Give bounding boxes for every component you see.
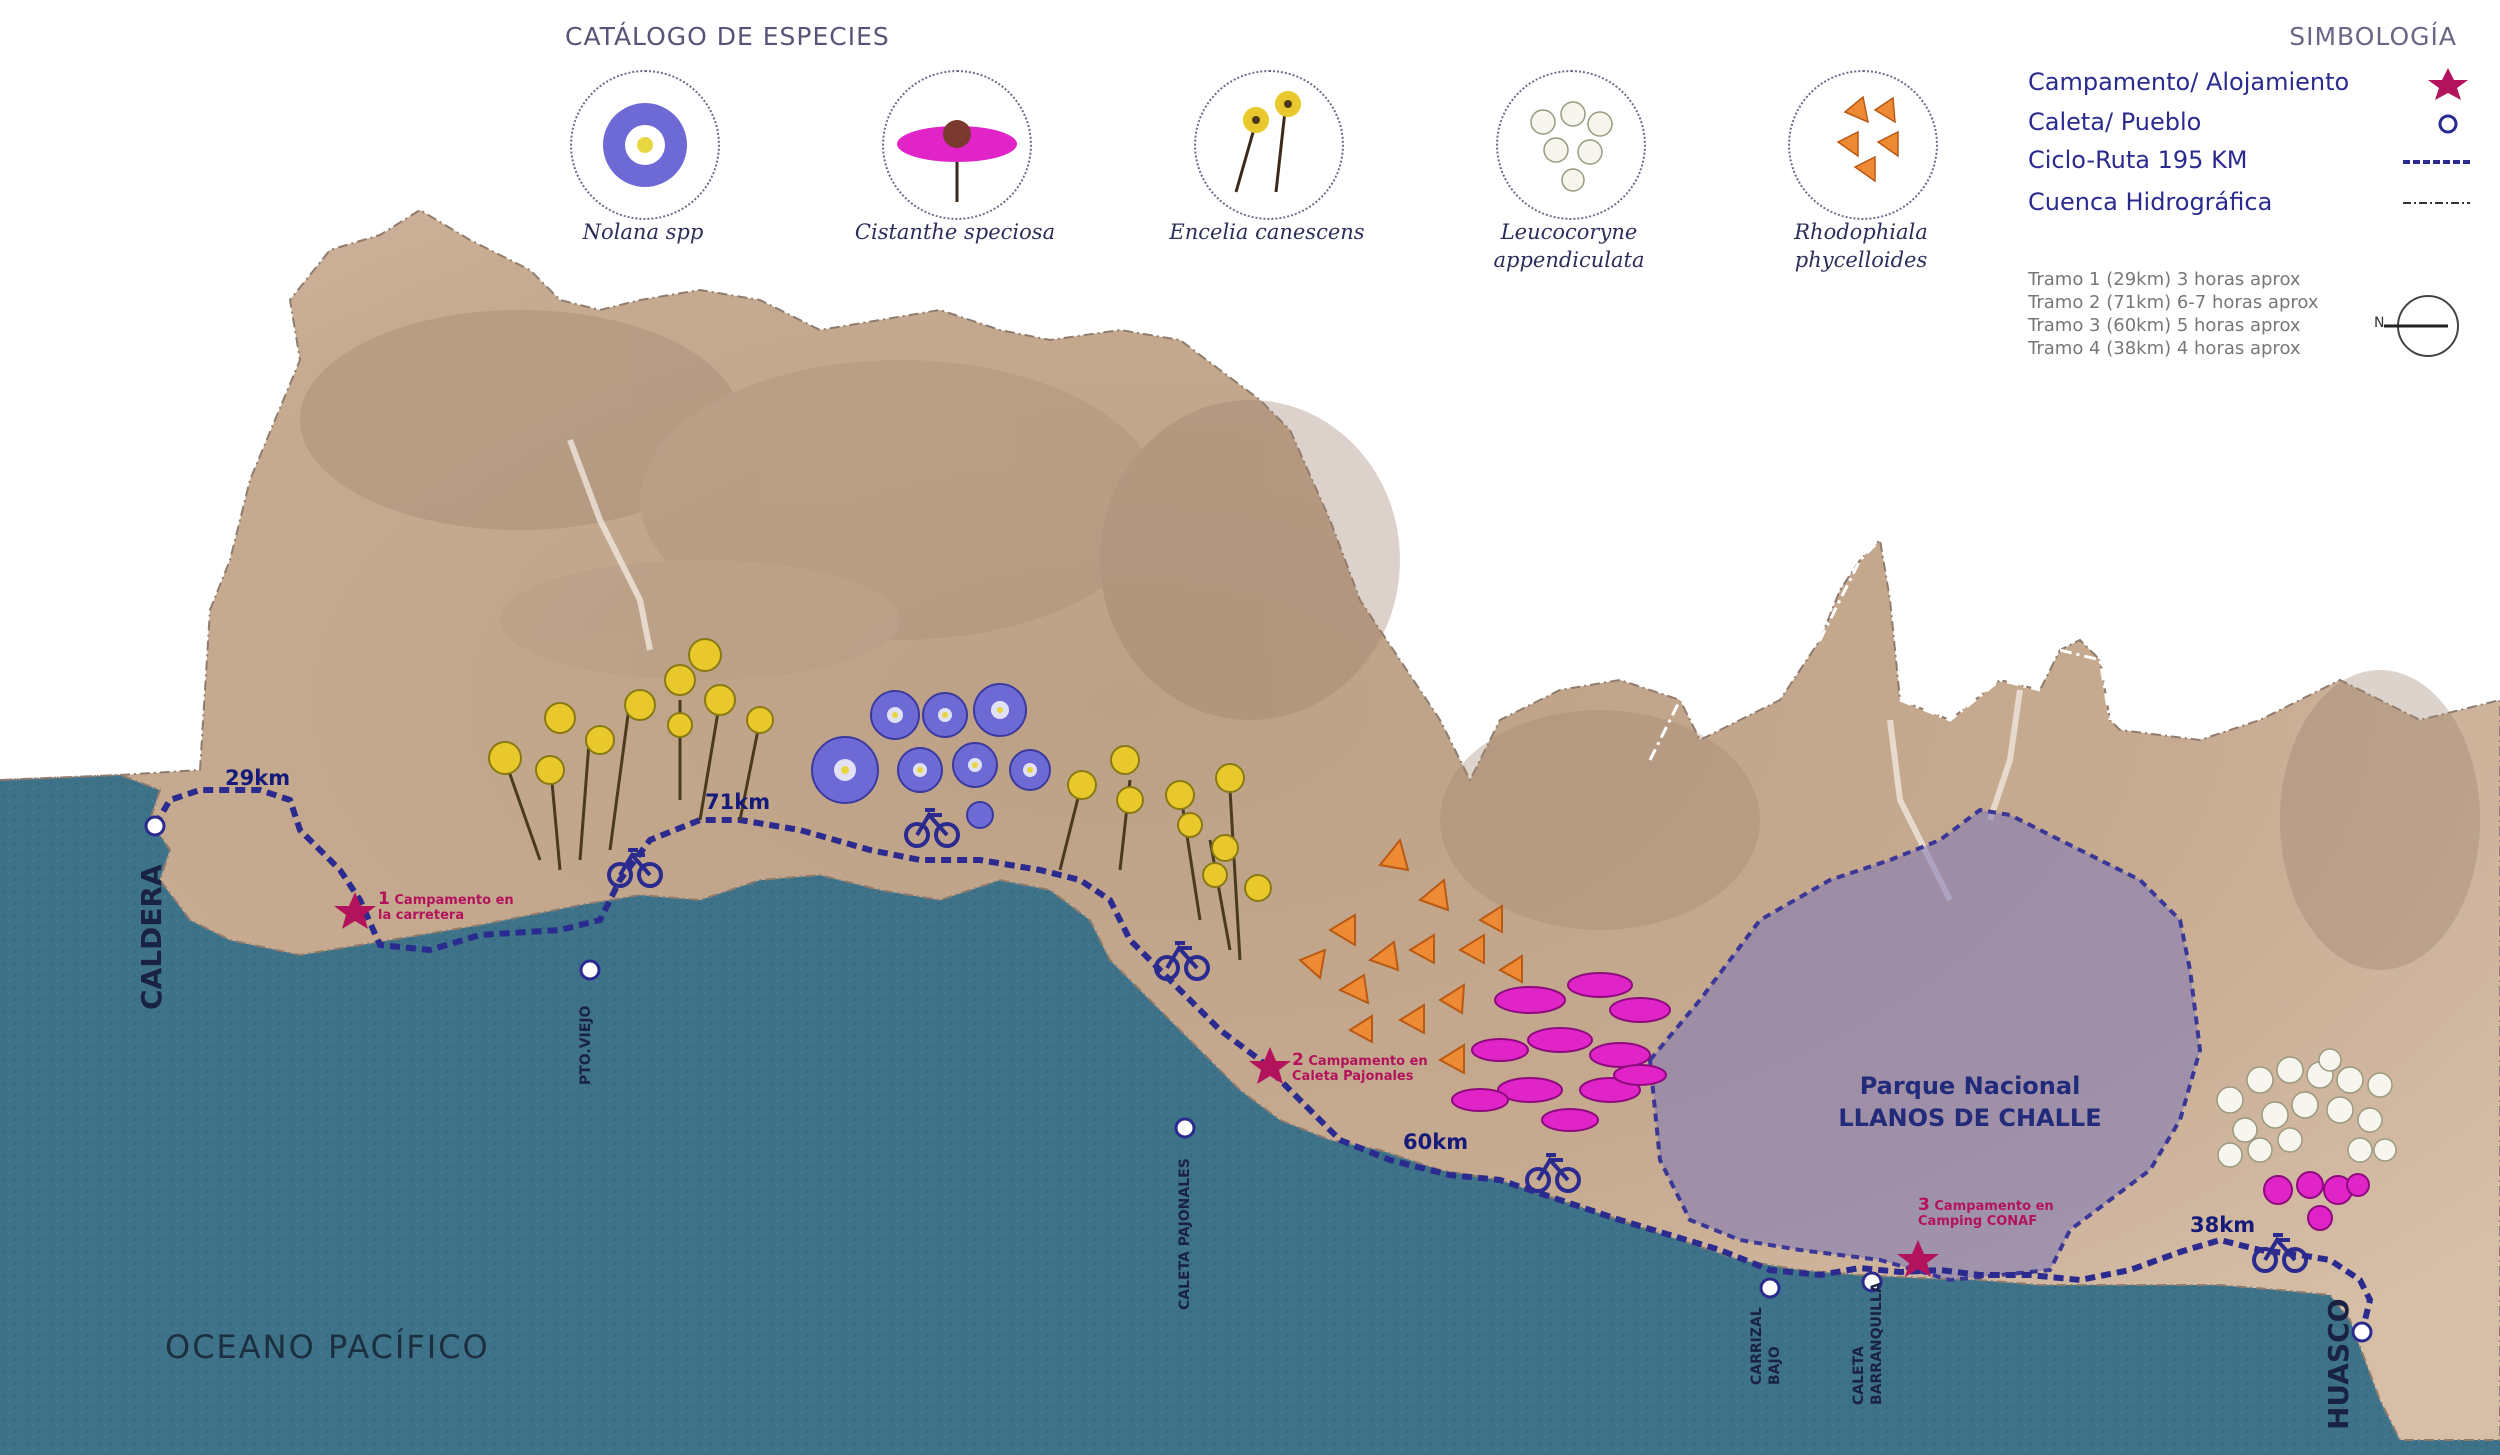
cistanthe-cluster: [1451, 972, 1671, 1132]
town-marker-caldera: [144, 815, 166, 837]
camp-number-2: 2: [1292, 1050, 1304, 1070]
species-circle-cistanthe: [882, 70, 1032, 220]
species-name-5: Rhodophiala phycelloides: [1794, 220, 1928, 272]
encelia-cluster-2: [1058, 745, 1272, 961]
rhodophiala-flower-icon: [1836, 95, 1899, 183]
legend-title: SIMBOLOGÍA: [2289, 22, 2457, 51]
bicycle-icon: [2252, 1233, 2308, 1273]
camp-markers: [334, 892, 1939, 1277]
cistanthe-flower-icon: [897, 120, 1017, 202]
legend-star-icon: [2428, 68, 2468, 100]
tramo-2: Tramo 2 (71km) 6-7 horas aprox: [2028, 292, 2319, 313]
park-label-line2: LLANOS DE CHALLE: [1838, 1104, 2102, 1132]
north-label: N: [2374, 315, 2385, 331]
camp-star-1: [334, 892, 376, 929]
segment-label-71km: 71km: [705, 790, 771, 814]
town-label-pto-viejo: PTO.VIEJO: [578, 1005, 594, 1085]
nolana-cluster: [811, 683, 1051, 829]
species-name-1: Nolana spp: [582, 220, 704, 244]
camp-text-2b: Caleta Pajonales: [1292, 1069, 1414, 1084]
park-label: Parque Nacional LLANOS DE CHALLE: [1790, 1070, 2150, 1134]
ocean-label: OCEANO PACÍFICO: [165, 1328, 490, 1366]
town-label-caleta-pajonales: CALETA PAJONALES: [1177, 1158, 1193, 1310]
legend-circle-icon: [2438, 114, 2458, 134]
town-label-caleta-barranquilla: CALETA BARRANQUILLA: [1851, 1282, 1885, 1405]
town-marker-caleta-barranquilla: [1861, 1271, 1883, 1293]
camp-text-1a: Campamento en: [394, 893, 514, 908]
nolana-flower-icon: [603, 103, 687, 187]
encelia-cluster-1: [488, 638, 774, 871]
bicycle-icon: [1525, 1153, 1581, 1193]
terrain-relief: [300, 310, 2480, 970]
tramo-3: Tramo 3 (60km) 5 horas aprox: [2028, 315, 2301, 336]
camp-text-1b: la carretera: [378, 908, 465, 923]
species-circle-encelia: [1194, 70, 1344, 220]
species-name-2: Cistanthe speciosa: [854, 220, 1056, 244]
species-circle-rhodophiala: [1788, 70, 1938, 220]
camp-number-1: 1: [378, 889, 390, 909]
encelia-flower-icon: [1234, 91, 1301, 193]
camp-text-3a: Campamento en: [1934, 1199, 2054, 1214]
species-circle-leucocoryne: [1496, 70, 1646, 220]
leucocoryne-flower-icon: [1530, 101, 1613, 192]
leucocoryne-cluster: [2216, 1048, 2397, 1168]
camp-text-3b: Camping CONAF: [1918, 1214, 2038, 1229]
segment-label-38km: 38km: [2190, 1213, 2256, 1237]
camp-star-3: [1897, 1240, 1939, 1277]
catalog-title: CATÁLOGO DE ESPECIES: [565, 22, 890, 51]
town-label-caldera: CALDERA: [135, 864, 168, 1010]
cycle-route: [152, 787, 2374, 1336]
camp-star-2: [1249, 1047, 1291, 1084]
bicycle-icon: [607, 848, 663, 888]
bicycle-icon: [1154, 941, 1210, 981]
camp-label-2: 2 Campamento en Caleta Pajonales: [1292, 1050, 1428, 1085]
segment-label-60km: 60km: [1403, 1130, 1469, 1154]
species-name-3: Encelia canescens: [1169, 220, 1365, 244]
legend-item-camp: Campamento/ Alojamiento: [2028, 68, 2350, 96]
species-name-4: Leucocoryne appendiculata: [1493, 220, 1645, 272]
tramo-1: Tramo 1 (29km) 3 horas aprox: [2028, 269, 2301, 290]
rhodophiala-cluster: [1298, 837, 1523, 1075]
camp-label-3: 3 Campamento en Camping CONAF: [1918, 1195, 2054, 1230]
town-marker-pto-viejo: [579, 959, 601, 981]
town-marker-carrizal-bajo: [1759, 1277, 1781, 1299]
town-markers: [144, 815, 2373, 1343]
cistanthe-cluster-2: [2263, 1171, 2370, 1231]
segment-label-29km: 29km: [225, 766, 291, 790]
camp-number-3: 3: [1918, 1195, 1930, 1215]
park-area: [1647, 807, 2203, 1283]
legend-item-route: Ciclo-Ruta 195 KM: [2028, 146, 2248, 174]
town-marker-caleta-pajonales: [1174, 1117, 1196, 1139]
legend-item-town: Caleta/ Pueblo: [2028, 108, 2202, 136]
town-marker-huasco: [2351, 1321, 2373, 1343]
bicycle-icon: [904, 808, 960, 848]
tramo-4: Tramo 4 (38km) 4 horas aprox: [2028, 338, 2301, 359]
watershed-outline: [1648, 538, 2112, 761]
camp-label-1: 1 Campamento en la carretera: [378, 889, 514, 924]
camp-text-2a: Campamento en: [1308, 1054, 1428, 1069]
town-label-huasco: HUASCO: [2322, 1298, 2355, 1431]
species-circle-nolana: [570, 70, 720, 220]
legend-item-watershed: Cuenca Hidrográfica: [2028, 188, 2273, 216]
park-label-line1: Parque Nacional: [1859, 1072, 2081, 1100]
town-label-carrizal-bajo: CARRIZAL BAJO: [1749, 1307, 1783, 1385]
